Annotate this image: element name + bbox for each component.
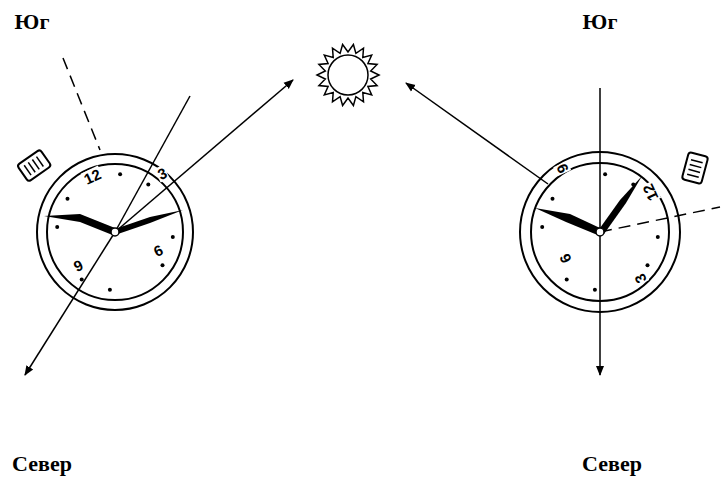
tick-dot [540, 225, 544, 229]
tick-dot [146, 183, 150, 187]
direction-label: Юг [583, 11, 618, 33]
sun-arrow [406, 83, 548, 184]
tick-dot [108, 288, 112, 292]
minute-hand [115, 210, 183, 235]
tick-dot [66, 197, 70, 201]
tick-dot [551, 197, 555, 201]
tick-dot [171, 235, 175, 239]
hour-hand [44, 214, 115, 236]
left-watch [17, 58, 293, 375]
sun-arrow [115, 80, 293, 232]
direction-label: Юг [15, 11, 50, 33]
tick-dot [603, 172, 607, 176]
watch-crown [17, 149, 51, 181]
north-arrow [25, 232, 115, 375]
tick-dot [565, 278, 569, 282]
direction-label: Север [582, 453, 642, 475]
hour-hand [535, 208, 600, 236]
tick-dot [118, 172, 122, 176]
sun [317, 45, 379, 106]
tick-dot [55, 225, 59, 229]
watch-crown [682, 152, 709, 184]
tick-dot [80, 278, 84, 282]
tick-dot [593, 288, 597, 292]
minute-hand [600, 176, 642, 234]
direction-label: Север [12, 453, 72, 475]
right-watch [406, 83, 720, 375]
tick-dot [646, 263, 650, 267]
tick-dot [656, 235, 660, 239]
bisector-dashed [63, 58, 100, 150]
tick-dot [161, 263, 165, 267]
